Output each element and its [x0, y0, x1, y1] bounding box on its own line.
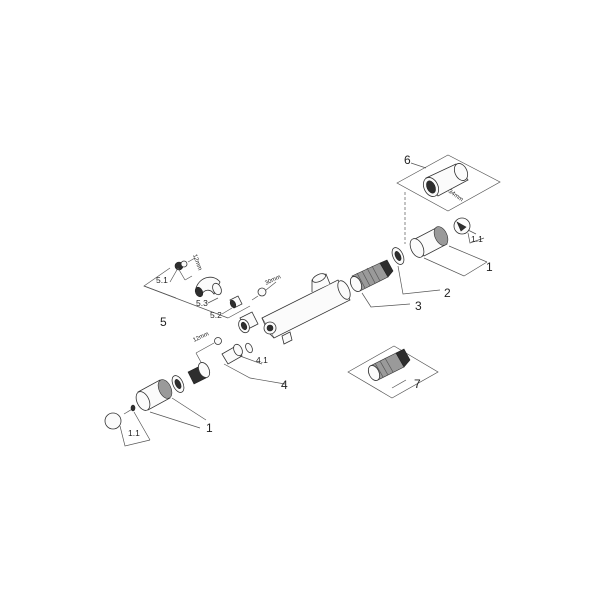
label-5-1: 5.1: [156, 275, 168, 285]
label-1-left: 1: [206, 421, 213, 435]
leader-4: [223, 363, 286, 385]
wrench-5-2: [251, 281, 277, 301]
label-1-right: 1: [486, 260, 493, 274]
tool-box-6: [396, 154, 501, 212]
elbow-fitting-5: [194, 276, 222, 298]
group-6-tool: 34mm 6: [396, 153, 501, 244]
group-4: 12mm 4.1 4: [192, 331, 288, 392]
leader-1-left: [149, 411, 201, 429]
label-2: 2: [444, 286, 451, 300]
wrench-size-5: 12mm: [191, 254, 202, 272]
leader-1-right: [448, 245, 488, 263]
cartridge-box-7: [347, 345, 439, 399]
handle-cap-left: [104, 412, 122, 430]
leader-2: [397, 265, 441, 295]
label-6: 6: [404, 153, 411, 167]
mixer-body: [261, 273, 351, 345]
leader-1-1-right: [467, 232, 485, 244]
ring-left: [171, 375, 185, 393]
label-5-2: 5.2: [210, 310, 222, 320]
left-handle-group: 1.1 1: [104, 362, 213, 447]
screw-left: [123, 404, 136, 415]
handle-cap-right: [453, 217, 477, 235]
union-nut-5: [238, 311, 259, 334]
label-3: 3: [415, 299, 422, 313]
thermostat-nut-left: [187, 362, 211, 385]
o-ring-4-1: [245, 342, 253, 354]
handle-body-left: [135, 379, 173, 411]
check-valve-4: [221, 343, 243, 365]
group-5: 12mm 30mm 5.1 5.3 5.2 5: [143, 254, 282, 334]
handle-body-right: [409, 226, 449, 258]
wrench-5: [174, 257, 196, 281]
ring-2: [391, 247, 405, 265]
cartridge-3: 3: [349, 259, 422, 313]
nut-5-2: [229, 295, 243, 309]
label-7: 7: [414, 377, 421, 391]
group-7: 7: [347, 345, 439, 399]
wrench-size-4: 12mm: [192, 331, 210, 343]
label-4-1: 4.1: [256, 355, 268, 365]
leader-1-1-left: [119, 425, 151, 447]
label-5: 5: [160, 315, 167, 329]
label-1-1-right: 1.1: [471, 234, 483, 244]
cartridge-7: [367, 348, 411, 381]
socket-tool-6: [422, 163, 469, 197]
label-1-1-left: 1.1: [128, 428, 140, 438]
label-4: 4: [281, 378, 288, 392]
wrench-size-6: 34mm: [447, 189, 464, 203]
label-5-3: 5.3: [196, 298, 208, 308]
wrench-size-5-2: 30mm: [264, 274, 282, 286]
wrench-4: [195, 337, 222, 365]
right-handle-group: 1.1 1 2: [391, 217, 493, 300]
